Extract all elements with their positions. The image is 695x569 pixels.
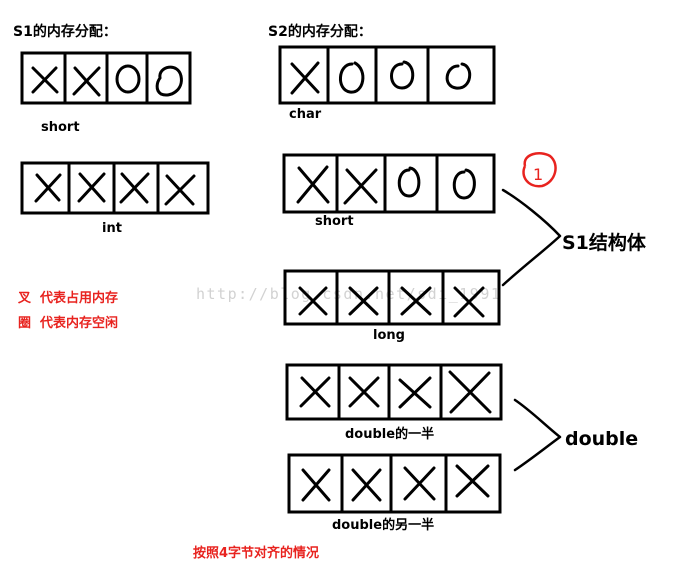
circled-number: 1 — [533, 165, 543, 184]
circle-mark — [390, 60, 415, 90]
circle-mark — [452, 168, 476, 200]
s1-struct-brace — [501, 188, 562, 287]
cross-mark — [348, 376, 380, 408]
footer-note: 按照4字节对齐的情况 — [193, 546, 320, 561]
circle-mark — [445, 62, 472, 90]
s1-heading: S1的内存分配： — [13, 24, 117, 40]
s2-double-second-label: double的另一半 — [332, 518, 435, 533]
cross-mark — [299, 376, 331, 408]
cross-mark — [164, 174, 196, 206]
memory-row-box — [278, 45, 496, 105]
memory-row-box — [285, 363, 503, 421]
memory-row-box — [287, 453, 502, 514]
double-label: double — [565, 428, 639, 450]
memory-row-box — [283, 269, 501, 326]
s2-short-row — [282, 153, 496, 214]
s1-int-label: int — [102, 221, 122, 236]
s2-long-row — [283, 269, 501, 326]
memory-row-box — [282, 153, 496, 214]
cross-mark — [343, 168, 378, 205]
cross-mark — [398, 376, 432, 409]
cross-mark — [348, 286, 379, 316]
s2-heading: S2的内存分配： — [268, 24, 372, 40]
cross-mark — [455, 464, 490, 498]
cross-mark — [400, 286, 432, 316]
watermark: http://blog.csdn.net/sdi_1991 — [196, 285, 502, 303]
s2-char-label: char — [289, 107, 322, 122]
s1-struct-label: S1结构体 — [562, 232, 646, 254]
cross-mark — [119, 172, 150, 204]
s1-short-row — [20, 51, 192, 105]
cross-mark — [77, 172, 106, 203]
s2-double-second-row — [287, 453, 502, 514]
red-circle-annotation — [522, 152, 557, 188]
double-brace — [513, 398, 562, 472]
s2-short-label: short — [315, 214, 354, 229]
circle-mark — [339, 61, 365, 94]
circle-mark — [397, 166, 421, 198]
s2-char-row — [278, 45, 496, 105]
s1-short-label: short — [41, 120, 80, 135]
s2-double-first-row — [285, 363, 503, 421]
legend-cross-text: 叉 代表占用内存 — [18, 291, 119, 306]
cross-mark — [301, 468, 331, 502]
cross-mark — [72, 66, 101, 97]
s2-long-label: long — [373, 328, 405, 343]
cross-mark — [34, 173, 62, 203]
circle-mark — [155, 65, 183, 97]
legend-circle-text: 圈 代表内存空闲 — [18, 316, 119, 331]
cross-mark — [296, 165, 330, 204]
s1-int-row — [20, 161, 210, 215]
cross-mark — [403, 466, 436, 501]
cross-mark — [351, 468, 382, 502]
cross-mark — [298, 286, 328, 316]
s2-double-first-label: double的一半 — [345, 427, 435, 442]
cross-mark — [453, 286, 485, 318]
cross-mark — [290, 61, 320, 95]
circle-mark — [115, 64, 141, 94]
cross-mark — [448, 370, 492, 414]
cross-mark — [31, 66, 59, 94]
